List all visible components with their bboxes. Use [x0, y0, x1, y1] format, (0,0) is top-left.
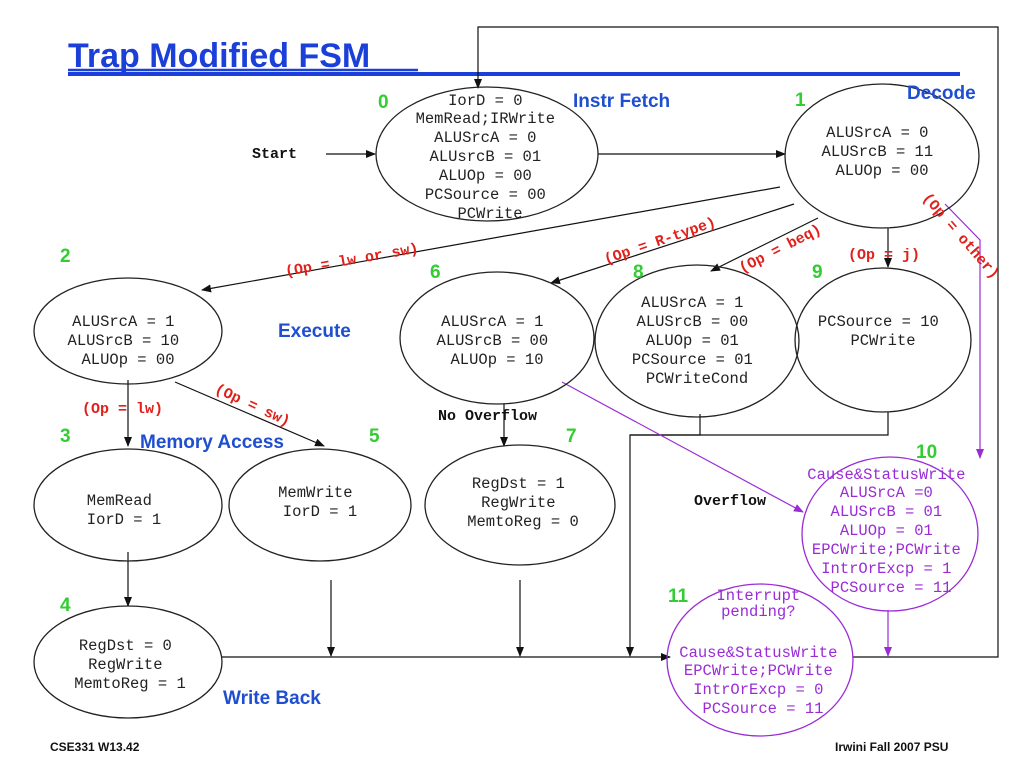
state-9-number: 9 — [812, 262, 823, 283]
state-2-text: ALUSrcA = 1 ALUSrcB = 10 ALUOp = 00 — [68, 313, 189, 369]
edge-1-6 — [550, 203, 795, 285]
state-10: Cause&StatusWrite ALUSrcA =0 ALUSrcB = 0… — [801, 456, 979, 612]
state-1-number: 1 — [795, 90, 806, 111]
state-3: MemRead IorD = 1 — [33, 448, 223, 562]
state-10-number: 10 — [916, 442, 937, 463]
state-4-text: RegDst = 0 RegWrite MemtoReg = 1 — [74, 637, 186, 693]
state-8-text: ALUSrcA = 1 ALUSrcB = 00 ALUOp = 01 PCSo… — [632, 294, 762, 388]
edge-1-2 — [201, 186, 781, 293]
state-11: Interrupt pending? Cause&StatusWrite EPC… — [666, 583, 854, 737]
cond-j: (Op = j) — [848, 247, 920, 264]
state-1-text: ALUSrcA = 0 ALUSrcB = 11 ALUOp = 00 — [822, 124, 943, 180]
cond-r-type: (Op = R-type) — [602, 215, 718, 269]
state-7: RegDst = 1 RegWrite MemtoReg = 0 — [424, 444, 616, 566]
phase-execute: Execute — [278, 321, 351, 342]
phase-memory-access: Memory Access — [140, 432, 284, 453]
state-5: MemWrite IorD = 1 — [228, 448, 412, 562]
edge-1-8 — [710, 217, 819, 272]
state-4: RegDst = 0 RegWrite MemtoReg = 1 — [33, 605, 223, 719]
state-6: ALUSrcA = 1 ALUSrcB = 00 ALUOp = 10 — [399, 271, 595, 405]
cond-lw: (Op = lw) — [82, 401, 163, 418]
phase-instr-fetch: Instr Fetch — [573, 91, 670, 112]
edge-6-10 — [561, 381, 804, 513]
footer-right: Irwini Fall 2007 PSU — [835, 740, 948, 754]
edge-1-10 — [944, 203, 984, 459]
state-5-number: 5 — [369, 426, 380, 447]
state-0: IorD = 0 MemRead;IRWrite ALUSrcA = 0 ALU… — [375, 86, 599, 223]
state-10-text: Cause&StatusWrite ALUSrcA =0 ALUSrcB = 0… — [807, 466, 974, 597]
state-3-text: MemRead IorD = 1 — [87, 492, 161, 529]
phase-decode: Decode — [907, 83, 976, 104]
state-6-text: ALUSrcA = 1 ALUSrcB = 00 ALUOp = 10 — [437, 313, 558, 369]
cond-lw-or-sw: (Op = lw or sw) — [284, 241, 420, 281]
start-label: Start — [252, 146, 297, 163]
state-9-text: PCSource = 10 PCWrite — [818, 313, 948, 350]
state-8-number: 8 — [633, 262, 644, 283]
state-2-number: 2 — [60, 246, 71, 267]
state-5-text: MemWrite IorD = 1 — [278, 484, 362, 521]
state-3-number: 3 — [60, 426, 71, 447]
footer-left: CSE331 W13.42 — [50, 740, 140, 754]
no-overflow-label: No Overflow — [438, 408, 537, 425]
state-7-number: 7 — [566, 426, 577, 447]
edge-9-return — [630, 412, 889, 436]
edge-2-5 — [174, 381, 325, 447]
state-11-number: 11 — [668, 586, 689, 607]
page-title: Trap Modified FSM — [68, 37, 370, 75]
state-4-number: 4 — [60, 595, 71, 616]
state-8: ALUSrcA = 1 ALUSrcB = 00 ALUOp = 01 PCSo… — [594, 264, 800, 418]
state-0-text: IorD = 0 MemRead;IRWrite ALUSrcA = 0 ALU… — [416, 92, 565, 223]
state-1: ALUSrcA = 0 ALUSrcB = 11 ALUOp = 00 — [784, 83, 980, 229]
cond-sw: (Op = sw) — [212, 381, 293, 431]
cond-other: (Op = other) — [918, 190, 1002, 283]
phase-write-back: Write Back — [223, 688, 321, 709]
state-2: ALUSrcA = 1 ALUSrcB = 10 ALUOp = 00 — [33, 277, 223, 385]
state-0-number: 0 — [378, 92, 389, 113]
edge-11-0 — [474, 26, 999, 658]
state-7-text: RegDst = 1 RegWrite MemtoReg = 0 — [467, 475, 579, 531]
state-6-number: 6 — [430, 262, 441, 283]
state-9: PCSource = 10 PCWrite — [794, 267, 972, 413]
overflow-label: Overflow — [694, 493, 766, 510]
state-11-text: Interrupt pending? Cause&StatusWrite EPC… — [679, 587, 846, 718]
